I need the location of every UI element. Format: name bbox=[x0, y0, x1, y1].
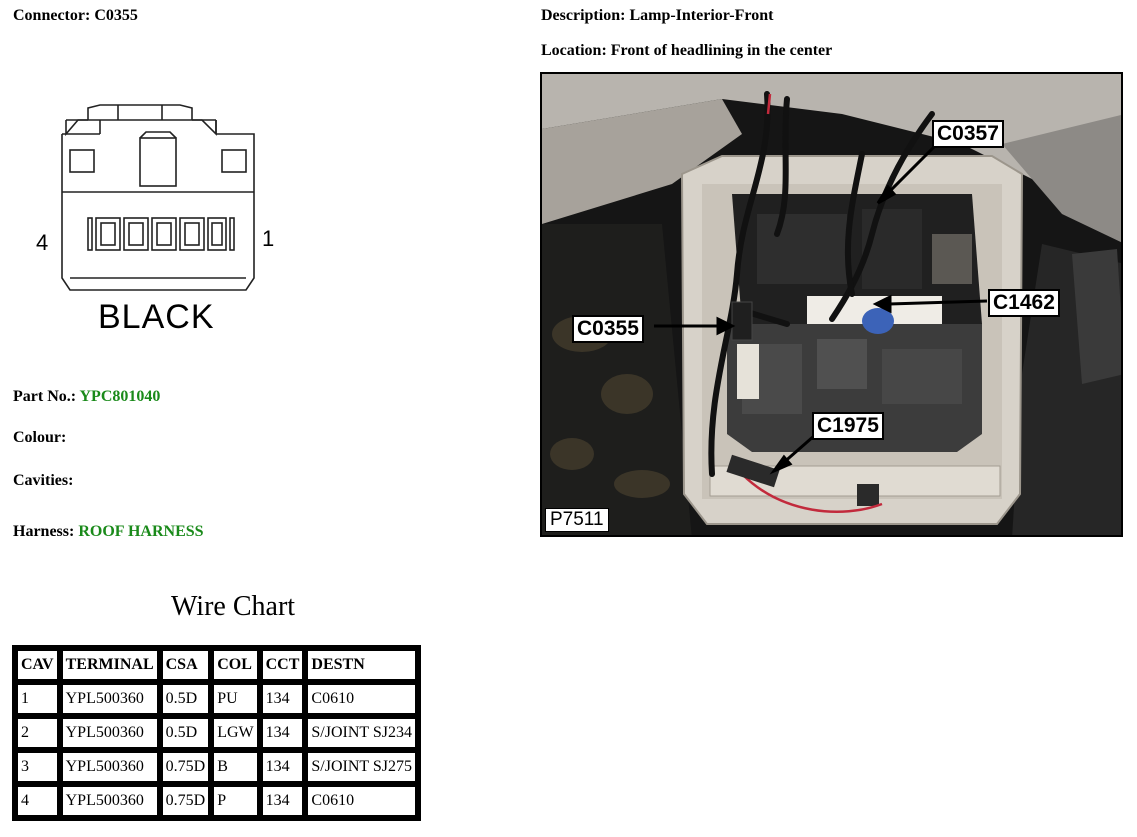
photo-id-label: P7511 bbox=[545, 508, 609, 532]
connector-heading: Connector: C0355 bbox=[13, 7, 138, 25]
cell-col: LGW bbox=[211, 716, 260, 750]
wire-chart-title: Wire Chart bbox=[171, 591, 296, 622]
callout-c0355: C0355 bbox=[572, 315, 644, 343]
cell-destn: C0610 bbox=[305, 682, 419, 716]
table-header-row: CAV TERMINAL CSA COL CCT DESTN bbox=[15, 648, 419, 682]
harness-line: Harness: ROOF HARNESS bbox=[13, 523, 204, 541]
harness-value: ROOF HARNESS bbox=[78, 523, 204, 540]
location-line: Location: Front of headlining in the cen… bbox=[541, 42, 832, 60]
colour-line: Colour: bbox=[13, 429, 66, 447]
cell-terminal: YPL500360 bbox=[59, 784, 160, 818]
cell-cct: 134 bbox=[259, 784, 306, 818]
cell-cav: 1 bbox=[15, 682, 60, 716]
photo-illustration bbox=[542, 74, 1121, 535]
part-no-label: Part No.: bbox=[13, 388, 77, 405]
cell-cct: 134 bbox=[259, 716, 306, 750]
cell-csa: 0.75D bbox=[159, 750, 212, 784]
part-no-value: YPC801040 bbox=[79, 388, 161, 405]
cell-terminal: YPL500360 bbox=[59, 682, 160, 716]
callout-c1462: C1462 bbox=[988, 289, 1060, 317]
header-col: COL bbox=[211, 648, 260, 682]
table-row: 4 YPL500360 0.75D P 134 C0610 bbox=[15, 784, 419, 818]
table-row: 2 YPL500360 0.5D LGW 134 S/JOINT SJ234 bbox=[15, 716, 419, 750]
terminal-number-left: 4 bbox=[36, 230, 49, 255]
cell-destn: S/JOINT SJ234 bbox=[305, 716, 419, 750]
cell-terminal: YPL500360 bbox=[59, 716, 160, 750]
cavities-label: Cavities: bbox=[13, 472, 74, 489]
terminal-number-right: 1 bbox=[262, 226, 275, 251]
cell-destn: C0610 bbox=[305, 784, 419, 818]
cell-cav: 2 bbox=[15, 716, 60, 750]
cell-cct: 134 bbox=[259, 750, 306, 784]
header-cav: CAV bbox=[15, 648, 60, 682]
cavities-line: Cavities: bbox=[13, 472, 73, 490]
cell-col: PU bbox=[211, 682, 260, 716]
table-row: 1 YPL500360 0.5D PU 134 C0610 bbox=[15, 682, 419, 716]
header-cct: CCT bbox=[259, 648, 306, 682]
description-line: Description: Lamp-Interior-Front bbox=[541, 7, 773, 25]
header-csa: CSA bbox=[159, 648, 212, 682]
cell-csa: 0.5D bbox=[159, 716, 212, 750]
cell-terminal: YPL500360 bbox=[59, 750, 160, 784]
cell-col: P bbox=[211, 784, 260, 818]
cell-destn: S/JOINT SJ275 bbox=[305, 750, 419, 784]
wire-chart-table: CAV TERMINAL CSA COL CCT DESTN 1 YPL5003… bbox=[12, 645, 422, 821]
harness-label: Harness: bbox=[13, 523, 75, 540]
cell-cav: 4 bbox=[15, 784, 60, 818]
location-photo: C0357 C1462 C0355 C1975 P7511 bbox=[540, 72, 1123, 537]
cell-csa: 0.5D bbox=[159, 682, 212, 716]
location-label: Location: bbox=[541, 42, 607, 59]
cell-cct: 134 bbox=[259, 682, 306, 716]
callout-c1975: C1975 bbox=[812, 412, 884, 440]
cell-cav: 3 bbox=[15, 750, 60, 784]
connector-label: Connector: bbox=[13, 7, 91, 24]
connector-id: C0355 bbox=[94, 7, 138, 24]
connector-face-diagram bbox=[61, 104, 255, 291]
table-row: 3 YPL500360 0.75D B 134 S/JOINT SJ275 bbox=[15, 750, 419, 784]
cell-csa: 0.75D bbox=[159, 784, 212, 818]
colour-label: Colour: bbox=[13, 429, 67, 446]
location-value: Front of headlining in the center bbox=[610, 42, 833, 59]
header-destn: DESTN bbox=[305, 648, 419, 682]
connector-colour-text: BLACK bbox=[98, 298, 215, 336]
description-label: Description: bbox=[541, 7, 626, 24]
callout-c0357: C0357 bbox=[932, 120, 1004, 148]
cell-col: B bbox=[211, 750, 260, 784]
description-value: Lamp-Interior-Front bbox=[629, 7, 774, 24]
header-terminal: TERMINAL bbox=[59, 648, 160, 682]
part-no-line: Part No.: YPC801040 bbox=[13, 388, 160, 406]
